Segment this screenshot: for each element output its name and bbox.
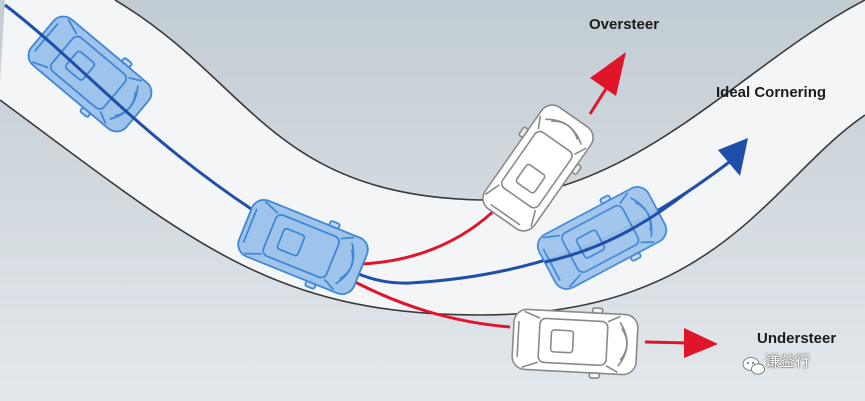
oversteer-path-line <box>359 203 502 266</box>
understeer-arrowhead <box>684 328 718 358</box>
ideal-path-over-car <box>544 188 691 264</box>
ideal-path-arrowhead <box>718 138 748 176</box>
wechat-icon <box>742 357 765 375</box>
label-oversteer: Oversteer <box>589 16 660 33</box>
understeer-arrow-shaft <box>644 340 691 345</box>
understeer-path-line <box>354 280 511 329</box>
label-ideal-cornering: Ideal Cornering <box>716 84 827 101</box>
oversteer-arrow-shaft <box>588 83 611 115</box>
label-understeer: Understeer <box>757 330 837 347</box>
car-white-understeer <box>510 303 640 381</box>
watermark-text: 谦益行 <box>765 352 811 370</box>
watermark: 谦益行 <box>737 350 810 371</box>
road-edge-inner <box>114 0 865 201</box>
oversteer-arrowhead <box>590 52 626 96</box>
road-edge-outer <box>0 99 865 316</box>
